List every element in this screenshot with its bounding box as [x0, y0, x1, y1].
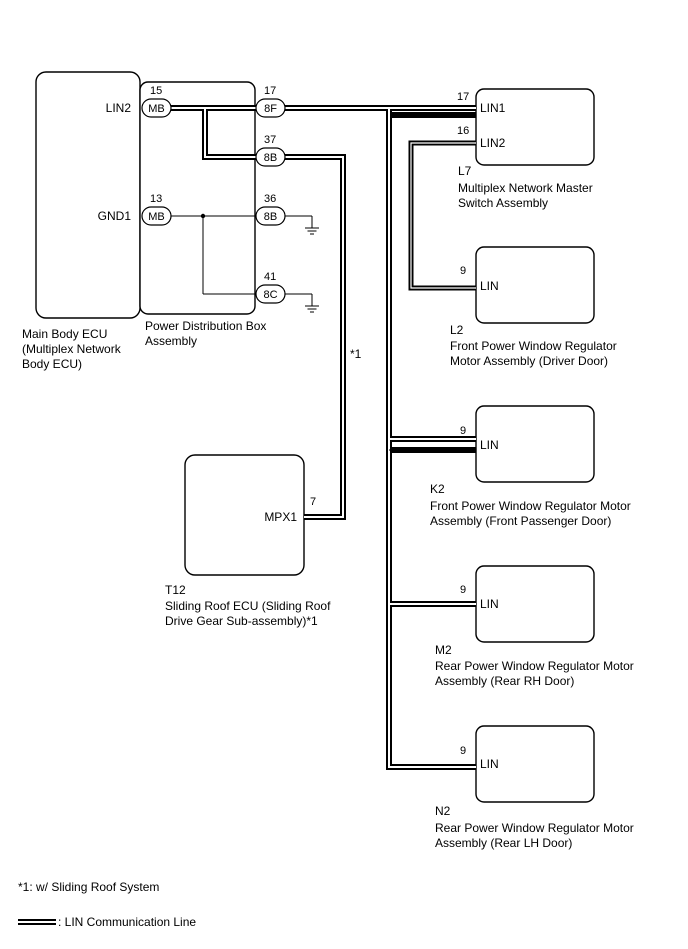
- k2-terminal: LIN: [480, 438, 499, 452]
- n2-caption: N2 Rear Power Window Regulator Motor Ass…: [435, 804, 637, 850]
- l7-pin-16: 16: [457, 125, 469, 137]
- n2-terminal: LIN: [480, 757, 499, 771]
- m2-terminal: LIN: [480, 597, 499, 611]
- footnote: *1: w/ Sliding Roof System: [18, 880, 159, 894]
- l7-pin-17: 17: [457, 91, 469, 103]
- pdb-caption: Power Distribution Box Assembly: [145, 319, 270, 348]
- conn-8f-17: 8F: [264, 103, 277, 115]
- m2-pin: 9: [460, 584, 466, 596]
- l7-terminal-lin1: LIN1: [480, 101, 506, 115]
- power-distribution-box: [139, 81, 256, 315]
- l7-terminal-lin2: LIN2: [480, 136, 506, 150]
- ecu-terminal-gnd1: GND1: [98, 209, 132, 223]
- conn-mb-13: MB: [148, 211, 165, 223]
- l2-caption: L2 Front Power Window Regulator Motor As…: [450, 323, 620, 368]
- pin-41: 41: [264, 271, 276, 283]
- m2-caption: M2 Rear Power Window Regulator Motor Ass…: [435, 643, 637, 688]
- conn-8b-36: 8B: [264, 211, 277, 223]
- k2-pin: 9: [460, 425, 466, 437]
- conn-8c-41: 8C: [263, 289, 277, 301]
- pin-17: 17: [264, 85, 276, 97]
- pin-13: 13: [150, 193, 162, 205]
- ground-wiring: [170, 213, 312, 295]
- ground-symbol-8b: [305, 216, 319, 235]
- k2-box: [475, 405, 595, 483]
- l2-pin: 9: [460, 265, 466, 277]
- ground-symbol-8c: [305, 294, 319, 313]
- l7-caption: L7 Multiplex Network Master Switch Assem…: [458, 164, 596, 210]
- main-body-ecu-caption: Main Body ECU (Multiplex Network Body EC…: [22, 327, 124, 371]
- t12-terminal: MPX1: [264, 510, 297, 524]
- pin-37: 37: [264, 134, 276, 146]
- l7-box: [475, 88, 595, 166]
- t12-pin: 7: [310, 496, 316, 508]
- n2-pin: 9: [460, 745, 466, 757]
- lin-legend-label: : LIN Communication Line: [58, 915, 196, 929]
- k2-caption: K2 Front Power Window Regulator Motor As…: [430, 482, 634, 528]
- t12-caption: T12 Sliding Roof ECU (Sliding Roof Drive…: [165, 583, 334, 628]
- wire-note: *1: [350, 347, 362, 361]
- connector-ovals: [141, 98, 286, 304]
- lin-lines: [170, 105, 476, 770]
- conn-mb-15: MB: [148, 103, 165, 115]
- l2-terminal: LIN: [480, 279, 499, 293]
- conn-8b-37: 8B: [264, 152, 277, 164]
- ecu-terminal-lin2: LIN2: [106, 101, 132, 115]
- pin-36: 36: [264, 193, 276, 205]
- l2-box: [475, 246, 595, 324]
- pin-15: 15: [150, 85, 162, 97]
